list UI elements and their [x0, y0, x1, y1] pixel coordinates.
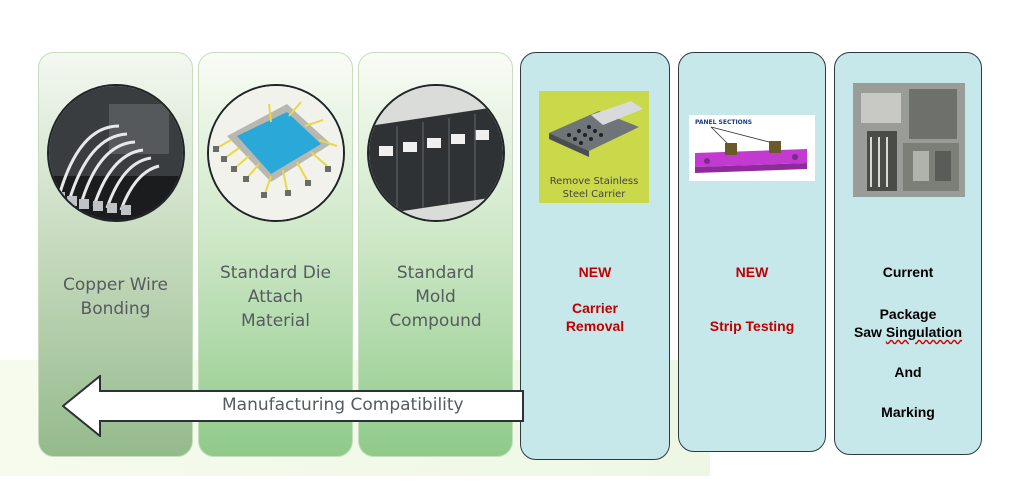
mold-compound-photo [367, 84, 505, 222]
step-package-saw-singulation: Current Package Saw Singulation And Mark… [834, 52, 982, 455]
arrow-label: Manufacturing Compatibility [222, 395, 464, 415]
step-label-line: Carrier [572, 300, 618, 316]
step-label-line: Saw Singulation [835, 323, 981, 341]
step-label-line: Package [879, 306, 937, 322]
copper-wire-bond-photo [47, 84, 185, 222]
step-carrier-removal: Remove Stainless Steel Carrier NEW Carri… [520, 52, 670, 460]
left-arrow-icon [61, 373, 524, 439]
new-tag: NEW [735, 264, 769, 280]
image-caption: Remove Stainless [549, 176, 639, 187]
step-label-line: Removal [565, 318, 625, 334]
current-tag: Current [882, 264, 934, 280]
new-tag: NEW [578, 264, 612, 280]
step-label-line: Compound [389, 311, 482, 331]
step-standard-die-attach: Standard Die Attach Material [198, 52, 353, 457]
step-label-line: Material [240, 311, 311, 331]
step-standard-mold-compound: Standard Mold Compound [358, 52, 513, 457]
step-label-line: Copper Wire [63, 275, 168, 295]
step-label-line: Mold [415, 287, 456, 307]
step-label-line: Attach [247, 287, 304, 307]
die-attach-photo [207, 84, 345, 222]
image-caption: PANEL SECTIONS [695, 119, 753, 126]
step-strip-testing: PANEL SECTIONS NEW Strip Testing [678, 52, 826, 452]
step-label-line: And [894, 364, 922, 380]
step-label-line: Marking [881, 404, 935, 420]
manufacturing-compatibility-arrow: Manufacturing Compatibility [61, 373, 524, 439]
step-label-line: Strip Testing [709, 318, 795, 334]
step-copper-wire-bonding: Copper Wire Bonding [38, 52, 193, 457]
step-label-part: Singulation [885, 324, 963, 340]
strip-testing-image: PANEL SECTIONS [689, 115, 815, 181]
step-label-line: Standard Die [219, 263, 331, 283]
carrier-removal-image: Remove Stainless Steel Carrier [539, 91, 649, 203]
image-caption: Steel Carrier [562, 189, 626, 200]
step-label-line: Bonding [80, 299, 151, 319]
step-label-line: Standard [396, 263, 475, 283]
step-label-part: Saw [853, 324, 886, 340]
saw-singulation-machine-photo [853, 83, 965, 197]
